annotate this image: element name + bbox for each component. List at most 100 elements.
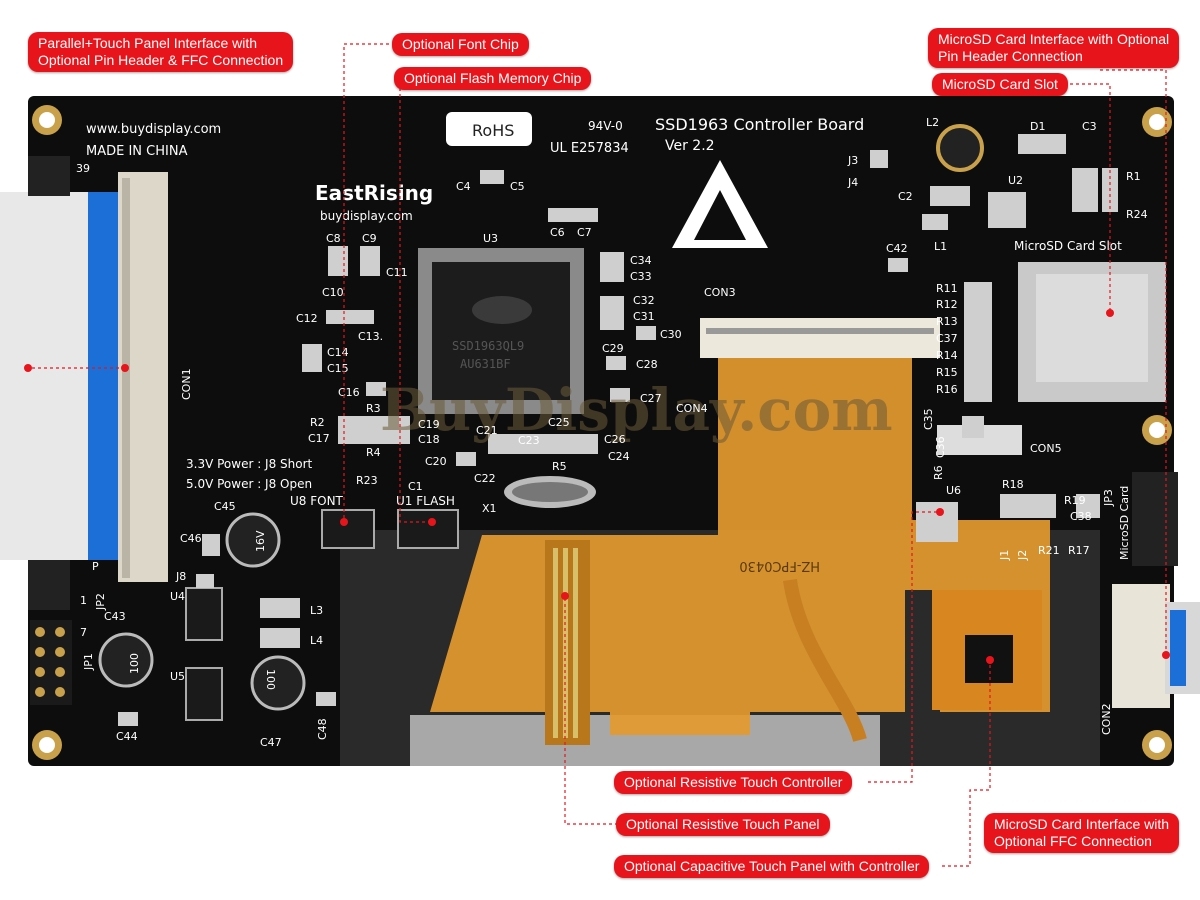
callout-microsd-ffc: MicroSD Card Interface with Optional FFC… (984, 813, 1180, 853)
refdes-c44: C44 (116, 730, 138, 743)
callout-parallel-touch-line2: Optional Pin Header & FFC Connection (38, 52, 284, 68)
brand-site-text: buydisplay.com (320, 209, 413, 223)
refdes-j2: J2 (1016, 550, 1029, 561)
callout-resistive-panel: Optional Resistive Touch Panel (616, 813, 830, 836)
cap-c45 (225, 512, 281, 568)
cap-c47 (250, 655, 306, 711)
con2-label: CON2 (1100, 703, 1113, 735)
refdes-c24: C24 (608, 450, 630, 463)
callout-microsd-pin-line1: MicroSD Card Interface with Optional (938, 31, 1170, 47)
c43-value: 100 (128, 653, 141, 674)
refdes-j8: J8 (175, 570, 186, 583)
refdes-r1: R1 (1126, 170, 1141, 183)
refdes-c16: C16 (338, 386, 360, 399)
refdes-r23: R23 (356, 474, 378, 487)
regulator-u4 (185, 587, 223, 641)
callout-font-chip-text: Optional Font Chip (402, 36, 519, 52)
refdes-c48: C48 (316, 718, 329, 740)
refdes-u5: U5 (170, 670, 185, 683)
refdes-pin39: 39 (76, 162, 90, 175)
made-in-text: MADE IN CHINA (86, 144, 188, 159)
flash-label: U1 FLASH (396, 494, 455, 508)
callout-microsd-ffc-line2: Optional FFC Connection (994, 833, 1152, 849)
refdes-c9: C9 (362, 232, 377, 245)
brand-text: EastRising (315, 181, 433, 205)
refdes-c36: C36 (934, 436, 947, 458)
rohs-text: RoHS (472, 121, 514, 140)
refdes-c21: C21 (476, 424, 498, 437)
refdes-r17: R17 (1068, 544, 1090, 557)
refdes-r12: R12 (936, 298, 958, 311)
refdes-r6: R6 (932, 465, 945, 480)
rohs-badge (446, 112, 532, 146)
refdes-j4: J4 (847, 176, 858, 189)
refdes-c6: C6 (550, 226, 565, 239)
refdes-r14: R14 (936, 349, 958, 362)
fpc-flex-cable (430, 330, 1050, 745)
refdes-r18: R18 (1002, 478, 1024, 491)
microsd-slot-label: MicroSD Card Slot (1014, 239, 1122, 253)
callout-microsd-pin-line2: Pin Header Connection (938, 48, 1083, 64)
refdes-c12: C12 (296, 312, 318, 325)
refdes-c13: C13. (358, 330, 383, 343)
refdes-jp3: JP3 (1102, 489, 1115, 507)
refdes-c22: C22 (474, 472, 496, 485)
refdes-x1: X1 (482, 502, 497, 515)
refdes-r11: R11 (936, 282, 958, 295)
jp3-header (1132, 472, 1178, 566)
inductor-l2 (936, 124, 984, 172)
refdes-c29: C29 (602, 342, 624, 355)
refdes-r21: R21 (1038, 544, 1060, 557)
refdes-u4: U4 (170, 590, 185, 603)
refdes-jp1: JP1 (82, 653, 95, 671)
callout-flash-chip: Optional Flash Memory Chip (394, 67, 592, 90)
refdes-c46: C46 (180, 532, 202, 545)
callout-resistive-controller-text: Optional Resistive Touch Controller (624, 774, 843, 790)
ssd1963-chip: SSD1963QL9 AU631BF (418, 248, 584, 414)
refdes-con4: CON4 (676, 402, 708, 415)
board-version: Ver 2.2 (665, 138, 715, 154)
refdes-c17: C17 (308, 432, 330, 445)
ul-number-text: UL E257834 (550, 141, 629, 156)
refdes-c14: C14 (327, 346, 349, 359)
callout-microsd-slot: MicroSD Card Slot (932, 73, 1068, 96)
refdes-pin7: 7 (80, 626, 87, 639)
refdes-c8: C8 (326, 232, 341, 245)
refdes-l1: L1 (934, 240, 947, 253)
refdes-r24: R24 (1126, 208, 1148, 221)
c47-value: 100 (264, 669, 277, 690)
callout-microsd-pin: MicroSD Card Interface with Optional Pin… (928, 28, 1180, 68)
font-label: U8 FONT (290, 494, 344, 508)
power-33-text: 3.3V Power : J8 Short (186, 457, 313, 471)
refdes-c1: C1 (408, 480, 423, 493)
regulator-u5 (185, 667, 223, 721)
chip-marking-2: AU631BF (460, 357, 511, 371)
callout-parallel-touch: Parallel+Touch Panel Interface with Opti… (28, 32, 294, 72)
refdes-pin-p: P (92, 560, 99, 573)
leader-lines (28, 43, 1167, 867)
callout-capacitive-panel-text: Optional Capacitive Touch Panel with Con… (624, 858, 920, 874)
refdes-c38: C38 (1070, 510, 1092, 523)
refdes-c23: C23 (518, 434, 540, 447)
refdes-c15: C15 (327, 362, 349, 375)
refdes-r2: R2 (310, 416, 325, 429)
refdes-c45: C45 (214, 500, 236, 513)
board-title: SSD1963 Controller Board (655, 115, 864, 134)
refdes-r4: R4 (366, 446, 381, 459)
refdes-c34: C34 (630, 254, 652, 267)
refdes-con5: CON5 (1030, 442, 1062, 455)
refdes-c31: C31 (633, 310, 655, 323)
callout-microsd-ffc-line1: MicroSD Card Interface with (994, 816, 1170, 832)
c45-voltage: 16V (254, 530, 267, 552)
refdes-r5: R5 (552, 460, 567, 473)
callout-parallel-touch-line1: Parallel+Touch Panel Interface with (38, 35, 258, 51)
callout-font-chip: Optional Font Chip (392, 33, 529, 56)
refdes-c25: C25 (548, 416, 570, 429)
refdes-con3: CON3 (704, 286, 736, 299)
refdes-c47: C47 (260, 736, 282, 749)
smd-components (118, 134, 1118, 726)
con1-label: CON1 (180, 368, 193, 400)
refdes-u6: U6 (946, 484, 961, 497)
refdes-c30: C30 (660, 328, 682, 341)
